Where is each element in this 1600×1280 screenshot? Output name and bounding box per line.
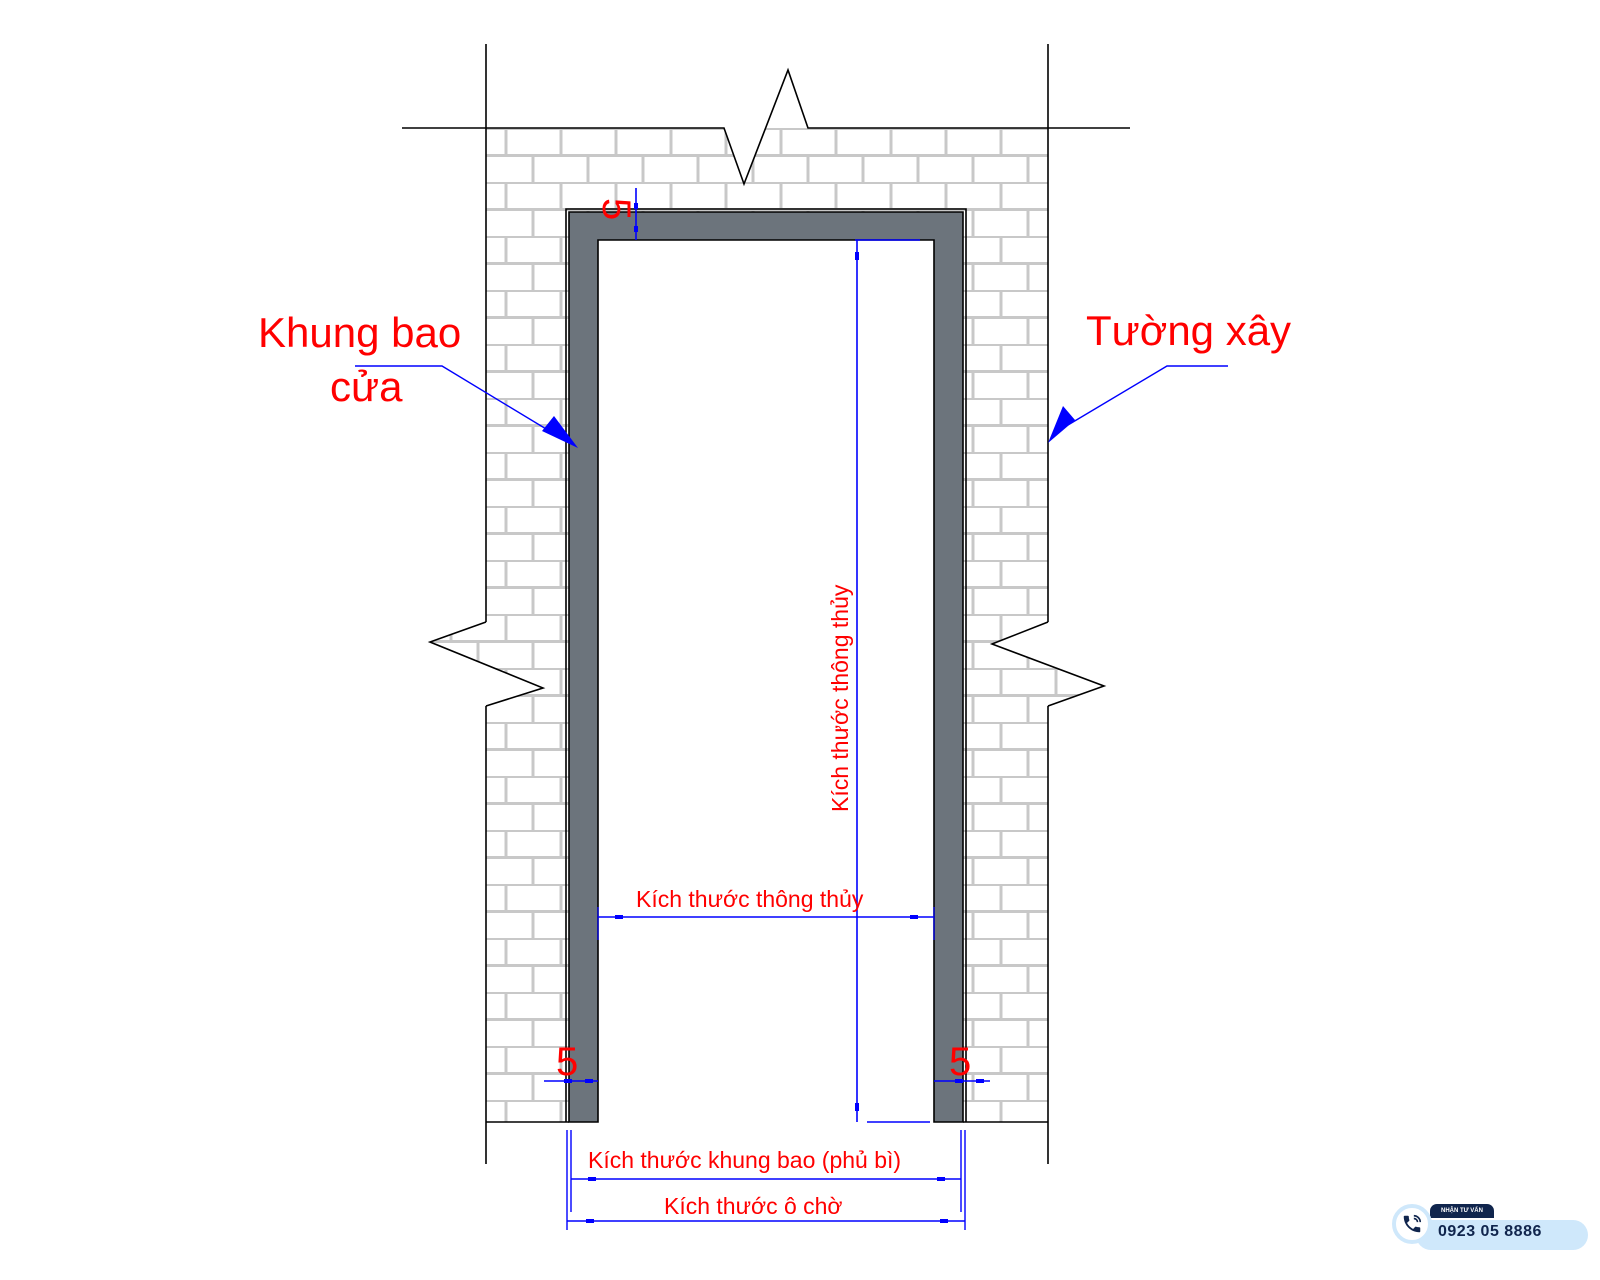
frame-overall-width-label: Kích thước khung bao (phủ bì): [588, 1147, 902, 1173]
wall-callout-label: Tường xây: [1086, 307, 1292, 354]
callout-leaders: [355, 365, 1228, 448]
top-gap-dimension: 5: [594, 198, 638, 221]
door-frame: [568, 211, 964, 1123]
clear-height-label: Kích thước thông thủy: [827, 584, 853, 812]
right-gap-dimension: 5: [949, 1040, 972, 1084]
contact-badge[interactable]: NHẬN TƯ VẤN 0923 05 8886: [1392, 1200, 1592, 1266]
phone-number[interactable]: 0923 05 8886: [1438, 1223, 1542, 1240]
left-gap-dimension: 5: [556, 1040, 579, 1084]
dimension-lines: [544, 188, 990, 1230]
wall-outlines: [402, 44, 1130, 1164]
frame-callout-label-line2: cửa: [330, 363, 403, 410]
frame-callout-label: Khung bao: [258, 309, 462, 356]
phone-icon: [1392, 1204, 1432, 1244]
opening-width-label: Kích thước ô chờ: [664, 1193, 843, 1219]
clear-width-label: Kích thước thông thủy: [636, 886, 864, 912]
badge-tag: NHẬN TƯ VẤN: [1430, 1204, 1494, 1218]
badge-pill: [1416, 1220, 1588, 1250]
